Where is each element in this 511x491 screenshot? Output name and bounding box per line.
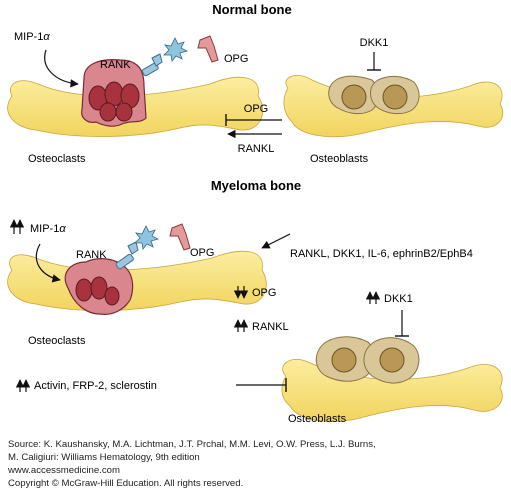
myeloma-mip-label: MIP-1α (30, 223, 66, 235)
normal-osteoblasts-label: Osteoblasts (310, 153, 369, 165)
myeloma-factors-arrow (261, 233, 291, 249)
osteoclast-nucleus (104, 81, 124, 107)
myeloma-opg-label: OPG (190, 247, 214, 259)
normal-rank-label: RANK (100, 59, 131, 71)
normal-rank-receptor (141, 53, 163, 77)
normal-opg-label: OPG (224, 53, 248, 65)
source-line-3: www.accessmedicine.com (7, 465, 120, 476)
normal-mip-label: MIP-1α (14, 31, 50, 43)
myeloma-opg-molecule (169, 223, 191, 251)
normal-arrow-rankl-label: RANKL (238, 143, 275, 155)
osteoclast-nucleus (90, 276, 108, 300)
normal-bone-title: Normal bone (212, 2, 291, 17)
osteoclast-nucleus (75, 278, 93, 302)
osteoclast-nucleus (115, 102, 133, 122)
osteoblast-nucleus (382, 84, 408, 110)
myeloma-opg-down-arrows-icon (233, 286, 249, 299)
osteoclast-nucleus (104, 286, 120, 306)
myeloma-inhibitors-label: Activin, FRP-2, sclerostin (34, 380, 157, 392)
osteoblast-nucleus (379, 347, 405, 373)
myeloma-mip-up-arrows-icon (9, 219, 25, 234)
myeloma-up-rankl-label: RANKL (252, 321, 289, 333)
myeloma-inhibitors-up-arrows-icon (15, 379, 31, 392)
myeloma-rank-label: RANK (76, 249, 107, 261)
source-line-2: M. Caligiuri: Williams Hematology, 9th e… (8, 452, 200, 463)
normal-dkk1-label: DKK1 (360, 37, 389, 49)
myeloma-down-opg-label: OPG (252, 287, 276, 299)
normal-osteoclasts-label: Osteoclasts (28, 153, 86, 165)
myeloma-rankl-up-arrows-icon (233, 319, 249, 332)
osteoblast-nucleus (331, 347, 357, 373)
myeloma-factors-label: RANKL, DKK1, IL-6, ephrinB2/EphB4 (290, 248, 473, 260)
myeloma-osteoclast-bone (7, 250, 267, 311)
osteoblast-nucleus (341, 84, 367, 110)
myeloma-osteoblasts-label: Osteoblasts (288, 413, 347, 425)
normal-opg-molecule (197, 35, 219, 63)
normal-arrow-opg-label: OPG (244, 103, 268, 115)
normal-rankl-star (163, 37, 189, 62)
myeloma-rank-receptor (115, 241, 139, 270)
myeloma-rankl-star (134, 225, 160, 250)
myeloma-bone-title: Myeloma bone (211, 178, 301, 193)
source-line-1: Source: K. Kaushansky, M.A. Lichtman, J.… (8, 439, 376, 450)
osteoclast-nucleus (99, 102, 117, 122)
source-line-4: Copyright © McGraw-Hill Education. All r… (8, 478, 243, 489)
myeloma-up-dkk1-label: DKK1 (384, 293, 413, 305)
myeloma-osteoclasts-label: Osteoclasts (28, 335, 86, 347)
myeloma-dkk1-up-arrows-icon (365, 291, 381, 304)
myeloma-mip-arrow (35, 243, 61, 283)
normal-mip-arrow (44, 49, 79, 88)
